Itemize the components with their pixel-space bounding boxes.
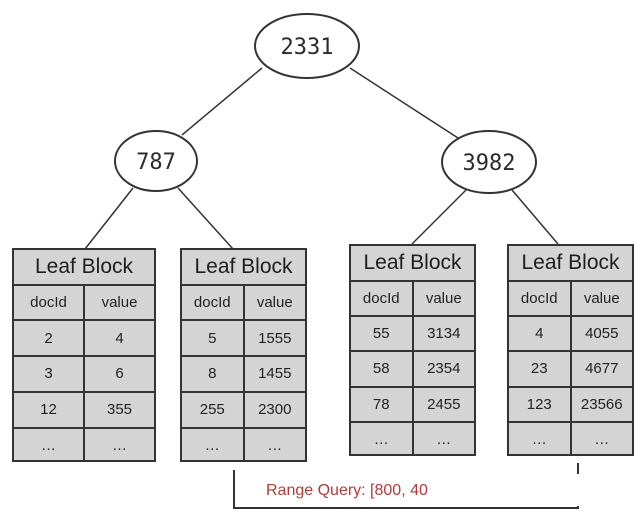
range-bracket-left (233, 470, 235, 508)
leaf-block-title: Leaf Block (182, 250, 305, 286)
edge-root-right (349, 67, 459, 139)
doc-id-cell: 78 (351, 386, 414, 424)
leaf-block-title: Leaf Block (351, 246, 474, 282)
edge-787-leaf1 (84, 187, 134, 250)
value-cell: 2354 (412, 351, 474, 388)
table-row: …… (509, 422, 632, 456)
doc-id-cell: 23 (509, 351, 572, 388)
table-header-row: docId value (351, 282, 474, 317)
edge-root-left (181, 67, 263, 136)
table-header-row: docId value (509, 282, 632, 317)
internal-node-left-value: 787 (136, 150, 176, 175)
edge-787-leaf2 (177, 187, 234, 250)
doc-id-cell: … (509, 422, 572, 456)
doc-id-cell: 3 (14, 356, 85, 393)
edge-3982-leaf4 (511, 189, 559, 245)
value-cell: … (112, 436, 127, 454)
value-cell: 4677 (570, 351, 632, 388)
doc-id-cell: 4 (509, 315, 572, 353)
column-header: value (243, 286, 305, 322)
value-cell: 2300 (243, 391, 305, 429)
value-cell: 355 (84, 391, 154, 429)
doc-id-cell: … (351, 422, 414, 456)
internal-node-right (441, 130, 537, 194)
table-header-row: docId value (14, 286, 154, 322)
doc-id-cell: 12 (14, 391, 85, 429)
value-cell: 1555 (243, 320, 305, 358)
value-cell: 4055 (570, 315, 632, 353)
column-header: docId (14, 286, 85, 322)
leaf-block-title: Leaf Block (14, 250, 154, 286)
root-node-value: 2331 (281, 35, 334, 60)
column-header: docId (182, 286, 245, 322)
watermark-overlay (430, 474, 580, 506)
internal-node-left (114, 130, 198, 192)
column-header: docId (351, 282, 414, 317)
value-cell: 23566 (570, 386, 632, 424)
doc-id-cell: 2 (14, 320, 85, 358)
column-header: value (412, 282, 474, 317)
leaf-block-title: Leaf Block (509, 246, 632, 282)
range-bracket-bottom (233, 507, 579, 509)
doc-id-cell: 255 (182, 391, 245, 429)
edge-3982-leaf3 (411, 189, 467, 245)
doc-id-cell: … (14, 427, 85, 462)
value-cell: … (267, 436, 283, 454)
doc-id-cell: 123 (509, 386, 572, 424)
value-cell: 2455 (412, 386, 474, 424)
doc-id-cell: … (182, 427, 245, 462)
column-header: value (84, 286, 154, 322)
value-cell: … (594, 431, 610, 449)
value-cell: … (436, 431, 452, 449)
value-cell: 1455 (243, 356, 305, 393)
range-query-label: Range Query: [800, 40 (266, 482, 428, 499)
table-row: …… (14, 427, 154, 462)
table-header-row: docId value (182, 286, 305, 322)
value-cell: 3134 (412, 315, 474, 353)
value-cell: 4 (84, 320, 154, 358)
root-node (254, 13, 360, 79)
value-cell: 6 (84, 356, 154, 393)
internal-node-right-value: 3982 (463, 151, 516, 176)
doc-id-cell: 8 (182, 356, 245, 393)
column-header: docId (509, 282, 572, 317)
doc-id-cell: 5 (182, 320, 245, 358)
doc-id-cell: 55 (351, 315, 414, 353)
table-row: …… (182, 427, 305, 462)
table-row: …… (351, 422, 474, 456)
column-header: value (570, 282, 632, 317)
doc-id-cell: 58 (351, 351, 414, 388)
